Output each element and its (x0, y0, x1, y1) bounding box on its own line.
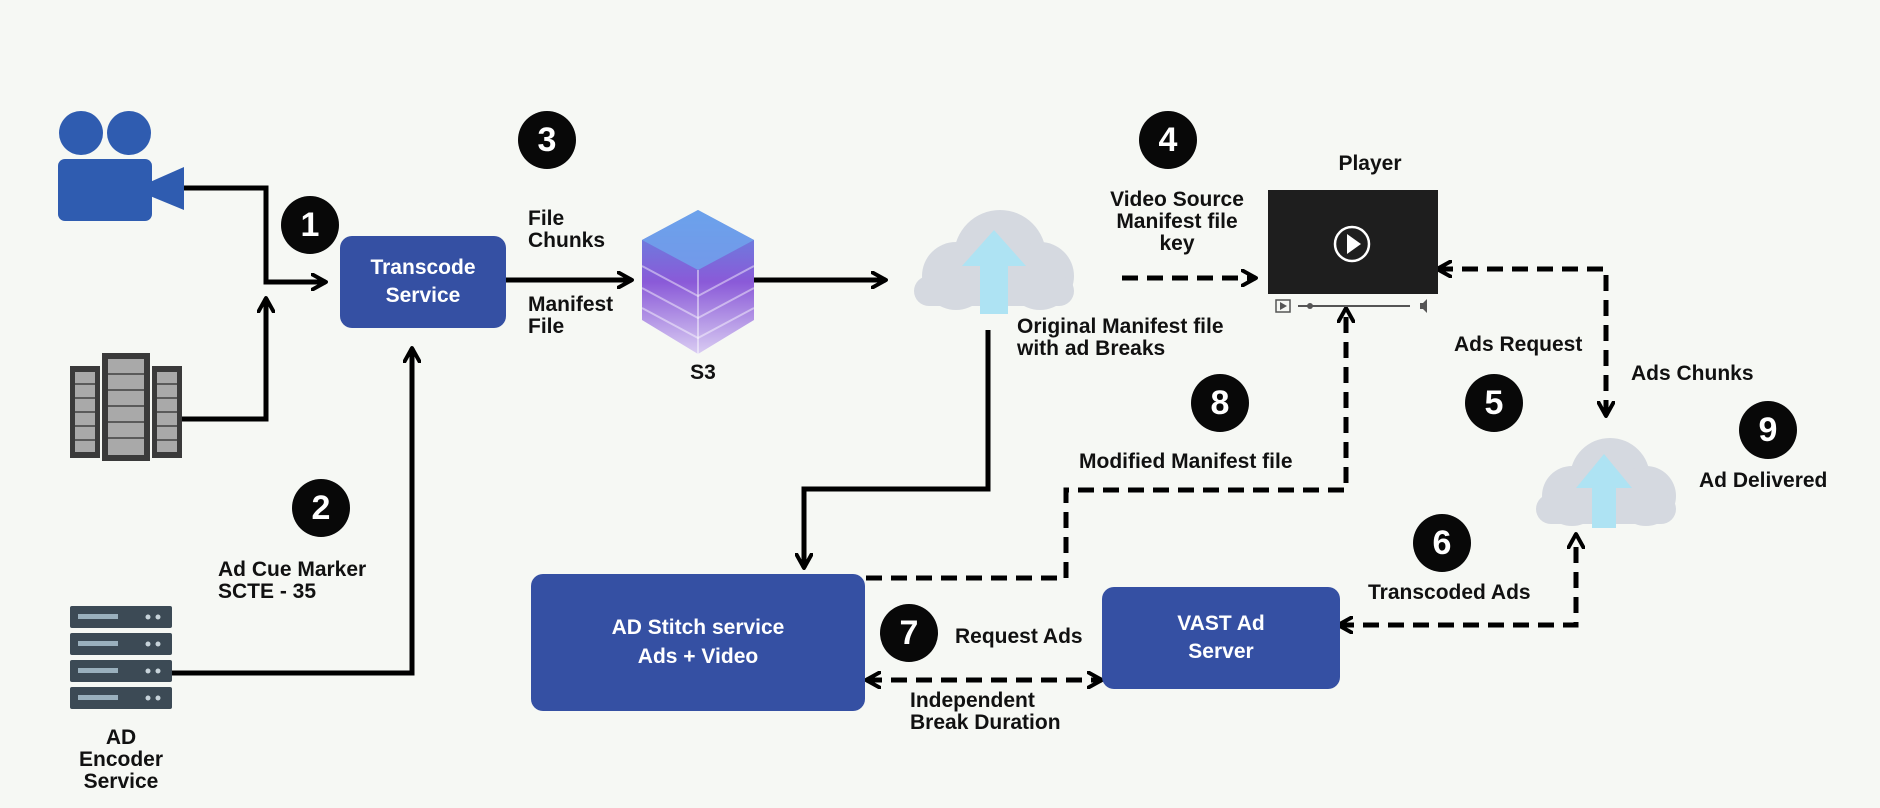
stitch-to-player-dashed-line (866, 308, 1346, 581)
step-badge-2: 2 (292, 479, 350, 537)
step-badge-4: 4 (1139, 111, 1197, 169)
player-ads-request-dashed-line (1437, 269, 1606, 416)
step-badge-5: 5 (1465, 374, 1523, 432)
independent-break-label: Independent Break Duration (910, 689, 1061, 735)
volume-icon[interactable] (1418, 296, 1432, 316)
encoder-to-transcode-line (172, 348, 412, 676)
step-badge-9: 9 (1739, 401, 1797, 459)
step-badge-8: 8 (1191, 374, 1249, 432)
step-badge-1: 1 (281, 196, 339, 254)
transcode-service-box: Transcode Service (340, 236, 506, 328)
encoder-server-icon (70, 606, 172, 709)
modified-manifest-label: Modified Manifest file (1079, 450, 1293, 473)
step-badge-3: 3 (518, 111, 576, 169)
camera-to-transcode-line (182, 185, 326, 282)
servers-to-junction-line (182, 298, 266, 422)
ads-chunks-label: Ads Chunks (1631, 362, 1754, 385)
ad-stitch-service-box: AD Stitch service Ads + Video (531, 574, 865, 711)
step-badge-6: 6 (1413, 514, 1471, 572)
video-camera-icon (58, 111, 184, 221)
ad-delivered-label: Ad Delivered (1699, 469, 1828, 492)
s3-label: S3 (690, 361, 716, 384)
original-manifest-label: Original Manifest file with ad Breaks (1017, 315, 1224, 361)
video-source-label: Video Source Manifest file key (1110, 188, 1244, 256)
manifest-file-label: Manifest File (528, 293, 614, 339)
vast-to-ads-cloud-dashed-line (1338, 534, 1576, 625)
ad-cue-marker-label: Ad Cue Marker SCTE - 35 (218, 558, 367, 604)
server-rack-icon (70, 353, 182, 461)
transcoded-ads-label: Transcoded Ads (1368, 581, 1531, 604)
cloud-to-stitch-line (804, 330, 991, 568)
cloud-upload-icon (1536, 438, 1676, 528)
file-chunks-label: File Chunks (528, 207, 606, 253)
ad-encoder-label: AD Encoder Service (78, 726, 164, 794)
step-badge-7: 7 (880, 604, 938, 662)
video-player-icon[interactable] (1268, 190, 1438, 318)
cloud-upload-icon (914, 210, 1074, 314)
vast-ad-server-box: VAST Ad Server (1102, 587, 1340, 689)
ads-request-label: Ads Request (1454, 333, 1583, 356)
request-ads-label: Request Ads (955, 625, 1083, 648)
player-label: Player (1338, 152, 1402, 175)
play-icon[interactable] (1334, 226, 1370, 262)
s3-stack-icon (641, 210, 755, 354)
